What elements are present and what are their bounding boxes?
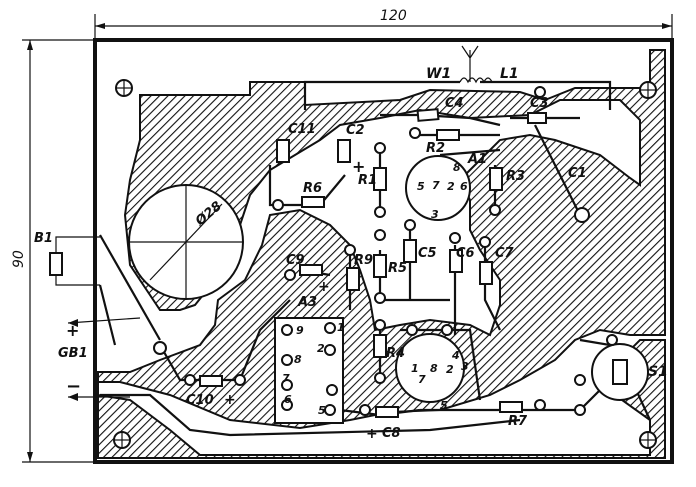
a3-pads xyxy=(281,322,338,416)
antenna-w1 xyxy=(461,45,479,82)
label-r3: R3 xyxy=(506,169,525,184)
label-r5: R5 xyxy=(388,261,407,276)
a3-pin-9: 9 xyxy=(296,324,304,337)
label-c11: C11 xyxy=(288,122,316,137)
label-w1: W1 xyxy=(426,66,451,82)
plus-c2: + xyxy=(352,157,365,176)
label-c3: C3 xyxy=(530,96,549,111)
label-c5: C5 xyxy=(418,246,437,261)
battery-leads xyxy=(67,317,141,401)
a3-pin-6: 6 xyxy=(284,393,292,406)
a3-pin-7: 7 xyxy=(282,372,290,385)
label-c10: C10 xyxy=(186,393,214,408)
passive-components xyxy=(199,108,547,418)
a2-pin-8: 8 xyxy=(430,362,438,375)
plus-battery: + xyxy=(66,321,79,340)
plus-c8: + xyxy=(366,426,378,442)
a3-pin-2: 2 xyxy=(317,342,325,355)
label-s1: S1 xyxy=(648,364,668,380)
a1-pin-7: 7 xyxy=(432,179,440,192)
buzzer-b1 xyxy=(49,236,100,286)
a1-pin-5: 5 xyxy=(417,180,425,193)
label-r9: R9 xyxy=(354,253,373,268)
a1-pin-6: 6 xyxy=(460,180,468,193)
label-gb1: GB1 xyxy=(58,346,88,361)
label-r1: R1 xyxy=(358,173,377,188)
label-r7: R7 xyxy=(508,414,528,429)
label-c6: C6 xyxy=(456,246,475,261)
label-a3: A3 xyxy=(297,295,317,310)
height-label: 90 xyxy=(11,250,27,268)
copper-ground-plane xyxy=(97,49,666,459)
corner-holes xyxy=(113,79,657,449)
inductor-l1 xyxy=(459,77,493,84)
mounting-hole-large: Ø28 xyxy=(128,184,244,300)
label-c8: C8 xyxy=(382,426,401,441)
minus-battery: − xyxy=(66,376,81,397)
dimension-top: 120 xyxy=(94,8,673,40)
label-c1: C1 xyxy=(568,166,587,181)
a2-pin-7: 7 xyxy=(418,373,426,386)
ic-a1-body xyxy=(405,155,471,221)
a1-pin-3: 3 xyxy=(431,208,439,221)
switch-s1-knob xyxy=(612,359,628,385)
a3-pin-8: 8 xyxy=(294,353,302,366)
width-label: 120 xyxy=(380,8,407,24)
plus-c9: + xyxy=(318,279,330,295)
a1-pin-2: 2 xyxy=(447,180,455,193)
ic-a2-body xyxy=(395,333,465,403)
a3-pin-1: 1 xyxy=(337,321,345,334)
label-l1: L1 xyxy=(500,66,519,82)
a1-pin-8: 8 xyxy=(453,161,461,174)
solder-pads xyxy=(153,86,618,416)
label-r4: R4 xyxy=(386,346,405,361)
a3-pin-5: 5 xyxy=(318,404,326,417)
label-b1: B1 xyxy=(34,231,53,246)
label-a1: A1 xyxy=(467,152,487,167)
label-r6: R6 xyxy=(303,181,322,196)
a2-pin-5: 5 xyxy=(440,399,448,412)
a2-pin-3: 3 xyxy=(461,360,469,373)
dimension-left: 90 xyxy=(11,39,95,463)
label-r2: R2 xyxy=(426,141,445,156)
plus-c10: + xyxy=(224,392,236,408)
a2-pin-1: 1 xyxy=(411,362,419,375)
label-c4: C4 xyxy=(445,96,464,111)
a2-pin-4: 4 xyxy=(451,349,460,362)
a2-pin-2: 2 xyxy=(446,363,454,376)
label-c2: C2 xyxy=(346,123,365,138)
label-c9: C9 xyxy=(286,253,305,268)
label-c7: C7 xyxy=(495,246,515,261)
